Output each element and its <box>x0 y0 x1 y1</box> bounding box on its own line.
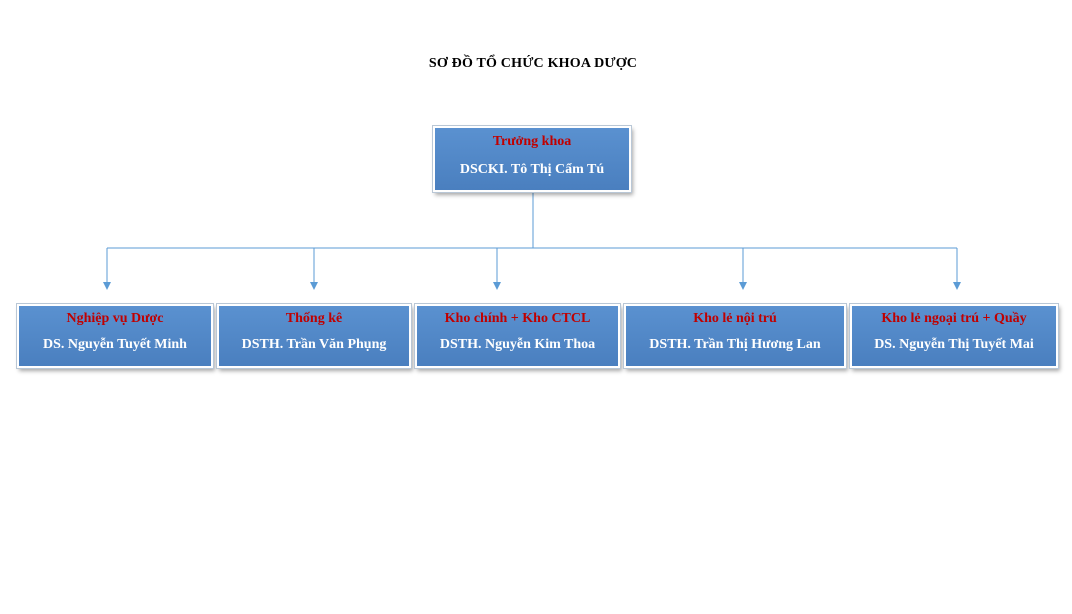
head-name: DSCKI. Tô Thị Cẩm Tú <box>459 162 605 177</box>
unit-name: DS. Nguyễn Tuyết Minh <box>43 337 187 352</box>
arrow-head-3 <box>493 282 501 290</box>
arrow-head-2 <box>310 282 318 290</box>
page-title: SƠ ĐỒ TỔ CHỨC KHOA DƯỢC <box>428 56 638 71</box>
unit-role: Kho lẻ ngoại trú + Quầy <box>881 311 1027 326</box>
unit-node-3: Kho chính + Kho CTCL DSTH. Nguyễn Kim Th… <box>414 303 621 369</box>
unit-role: Kho lẻ nội trú <box>693 311 777 326</box>
unit-node-5: Kho lẻ ngoại trú + Quầy DS. Nguyễn Thị T… <box>849 303 1059 369</box>
arrow-head-1 <box>103 282 111 290</box>
unit-name: DSTH. Trần Thị Hương Lan <box>649 337 821 352</box>
unit-name: DSTH. Trần Văn Phụng <box>241 337 387 352</box>
head-role: Trưởng khoa <box>492 134 572 149</box>
unit-name: DSTH. Nguyễn Kim Thoa <box>439 337 596 352</box>
unit-role: Nghiệp vụ Dược <box>66 311 164 326</box>
unit-node-2: Thống kê DSTH. Trần Văn Phụng <box>216 303 412 369</box>
unit-role: Kho chính + Kho CTCL <box>444 311 591 326</box>
head-node: Trưởng khoa DSCKI. Tô Thị Cẩm Tú <box>432 125 632 193</box>
unit-node-4: Kho lẻ nội trú DSTH. Trần Thị Hương Lan <box>623 303 847 369</box>
unit-role: Thống kê <box>285 311 343 326</box>
unit-name: DS. Nguyễn Thị Tuyết Mai <box>874 337 1034 352</box>
arrow-head-4 <box>739 282 747 290</box>
arrow-head-5 <box>953 282 961 290</box>
unit-node-1: Nghiệp vụ Dược DS. Nguyễn Tuyết Minh <box>16 303 214 369</box>
